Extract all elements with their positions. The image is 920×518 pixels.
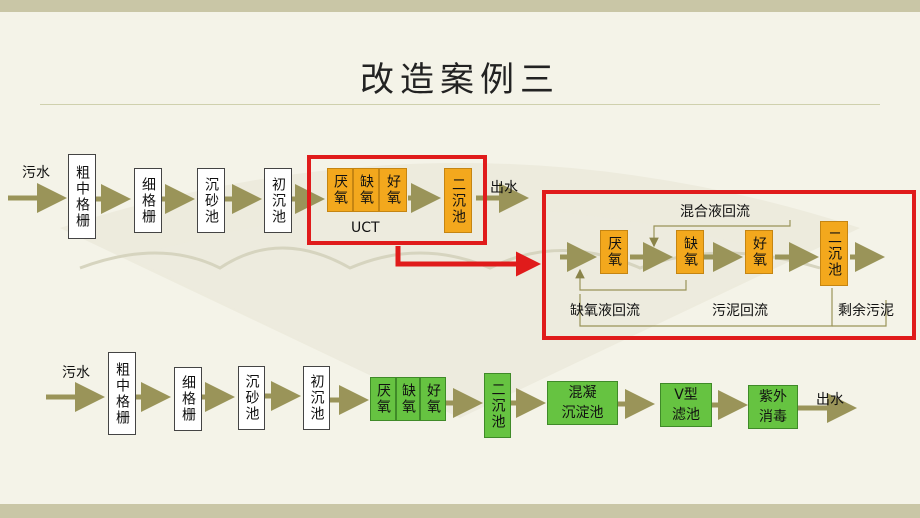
row2-grit-chamber-box: 沉砂池: [238, 366, 265, 430]
row2-anoxic-text: 缺氧: [400, 383, 416, 415]
row2-secondary-clarifier-box: 二沉池: [484, 373, 511, 438]
primary-clarifier-text: 初沉池: [270, 176, 286, 225]
grit-chamber-box: 沉砂池: [197, 168, 225, 233]
fine-screen-box: 细格栅: [134, 168, 162, 233]
top-band: [0, 0, 920, 12]
anaerobic-text: 厌氧: [332, 174, 348, 206]
outflow-label: 出水: [490, 180, 518, 196]
aerobic-text: 好氧: [385, 174, 401, 206]
row2-primary-clarifier-text: 初沉池: [308, 374, 325, 422]
row2-anaerobic-box: 厌氧: [370, 377, 396, 421]
row2-grit-chamber-text: 沉砂池: [243, 374, 260, 422]
v-filter-line2: 滤池: [672, 407, 700, 423]
uct-detail-frame: [542, 190, 916, 340]
row2-anoxic-box: 缺氧: [396, 377, 420, 421]
row2-aerobic-text: 好氧: [425, 383, 441, 415]
title-divider: [40, 104, 880, 105]
row2-anaerobic-text: 厌氧: [375, 383, 391, 415]
row2-inflow-label: 污水: [62, 365, 90, 381]
v-filter-line1: V型: [674, 387, 698, 403]
anoxic-text: 缺氧: [358, 174, 374, 206]
row2-fine-screen-box: 细格栅: [174, 367, 202, 431]
uct-highlight-frame: [307, 155, 487, 245]
detail-aerobic-box: 好氧: [745, 230, 773, 274]
aerobic-box: 好氧: [379, 168, 407, 212]
row2-outflow-label: 出水: [816, 392, 844, 408]
row2-secondary-clarifier-text: 二沉池: [489, 381, 506, 430]
anaerobic-box: 厌氧: [327, 168, 353, 212]
detail-secondary-clarifier-text: 二沉池: [826, 229, 842, 278]
detail-anoxic-text: 缺氧: [682, 236, 698, 268]
excess-sludge-label: 剩余污泥: [838, 303, 894, 319]
coagulation-line2: 沉淀池: [561, 405, 604, 421]
page-title: 改造案例三: [360, 60, 560, 100]
uv-disinfection-box: 紫外 消毒: [748, 385, 798, 429]
detail-anaerobic-text: 厌氧: [606, 236, 622, 268]
mixed-liquor-return-label: 混合液回流: [680, 204, 750, 220]
coarse-screen-box: 粗中格栅: [68, 154, 96, 239]
grit-chamber-text: 沉砂池: [203, 176, 219, 225]
uct-label: UCT: [351, 220, 380, 236]
detail-anaerobic-box: 厌氧: [600, 230, 628, 274]
v-filter-box: V型 滤池: [660, 383, 712, 427]
bottom-band: [0, 504, 920, 518]
fine-screen-text: 细格栅: [140, 176, 156, 225]
coarse-screen-text: 粗中格栅: [74, 164, 90, 229]
row2-primary-clarifier-box: 初沉池: [303, 366, 330, 430]
detail-secondary-clarifier-box: 二沉池: [820, 221, 848, 286]
uv-line1: 紫外: [759, 389, 787, 405]
coagulation-sedimentation-box: 混凝 沉淀池: [547, 381, 618, 425]
inflow-label: 污水: [22, 165, 50, 181]
anoxic-box: 缺氧: [353, 168, 379, 212]
detail-anoxic-box: 缺氧: [676, 230, 704, 274]
row2-coarse-screen-text: 粗中格栅: [114, 361, 130, 426]
secondary-clarifier-box: 二沉池: [444, 168, 472, 233]
secondary-clarifier-text: 二沉池: [450, 176, 466, 225]
uv-line2: 消毒: [759, 409, 787, 425]
row2-coarse-screen-box: 粗中格栅: [108, 352, 136, 435]
primary-clarifier-box: 初沉池: [264, 168, 292, 233]
anoxic-return-label: 缺氧液回流: [570, 303, 640, 319]
row2-aerobic-box: 好氧: [420, 377, 446, 421]
row2-fine-screen-text: 细格栅: [180, 375, 196, 423]
coagulation-line1: 混凝: [568, 385, 597, 401]
detail-aerobic-text: 好氧: [751, 236, 767, 268]
sludge-return-label: 污泥回流: [712, 303, 768, 319]
